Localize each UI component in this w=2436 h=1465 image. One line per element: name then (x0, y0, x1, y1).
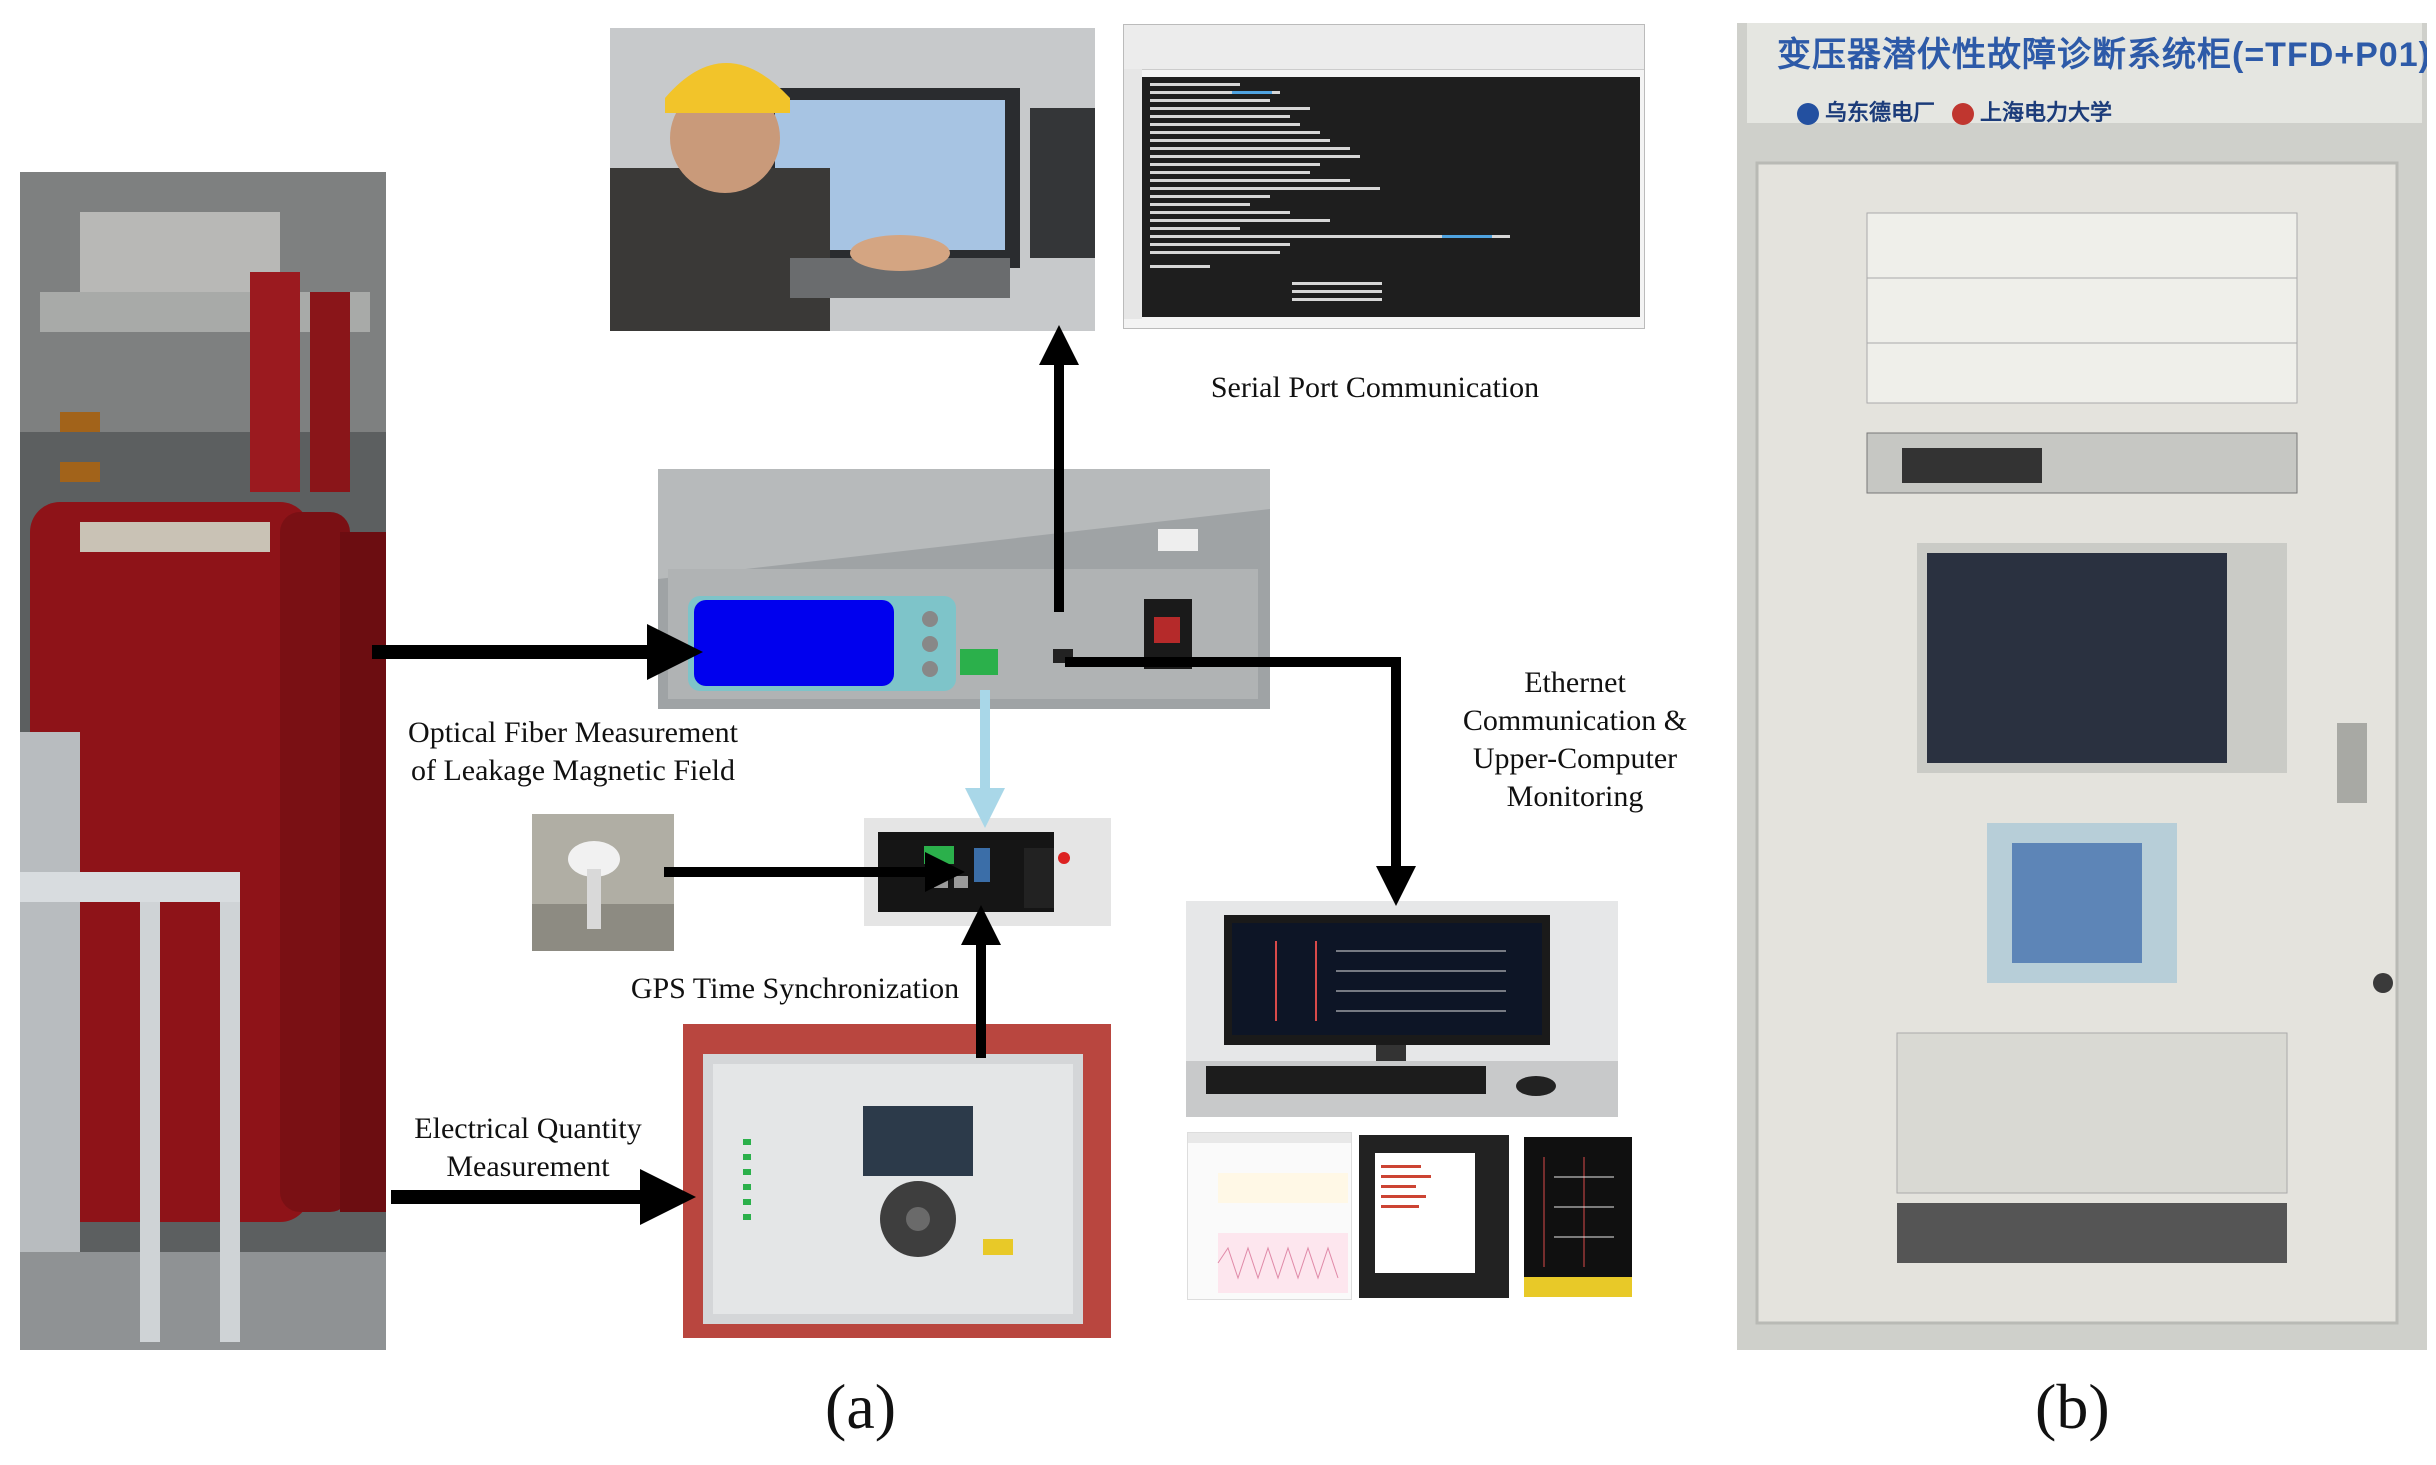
protection-relay-photo (683, 1024, 1111, 1338)
panel-label-b: (b) (2035, 1371, 2110, 1442)
arrow-ethernet (1065, 657, 1416, 906)
cabinet-title: 变压器潜伏性故障诊断系统柜(=TFD+P01) (1777, 36, 2427, 74)
label-ethernet-line3: Upper-Computer (1472, 742, 1678, 775)
label-gps: GPS Time Synchronization (610, 970, 980, 1008)
label-ethernet-line1: Ethernet (1524, 666, 1626, 699)
terminal-toolbar (1124, 25, 1644, 70)
waveform-illustration (1188, 1133, 1351, 1299)
label-ethernet: Ethernet Communication & Upper-Computer … (1440, 664, 1710, 816)
cabinet-illustration (1737, 23, 2427, 1350)
label-optical-line2: of Leakage Magnetic Field (410, 754, 736, 787)
worker-laptop-photo (610, 28, 1095, 331)
wiring-screenshot (1524, 1137, 1632, 1297)
panel-label-a: (a) (825, 1371, 897, 1442)
cabinet-photo: 变压器潜伏性故障诊断系统柜(=TFD+P01) 乌东德电厂 上海电力大学 (1737, 23, 2427, 1350)
label-electrical: Electrical Quantity Measurement (388, 1110, 668, 1186)
label-serial-text: Serial Port Communication (1210, 371, 1540, 404)
terminal-screen (1142, 77, 1640, 317)
transformer-illustration (20, 172, 386, 1350)
cabinet-org-2: 上海电力大学 (1952, 95, 2112, 127)
monitor-illustration (1186, 901, 1618, 1117)
terminal-window (1123, 24, 1645, 329)
org2-text: 上海电力大学 (1980, 100, 2113, 125)
upper-computer-photo (1186, 901, 1618, 1117)
waveform-screenshot (1187, 1132, 1352, 1300)
gps-antenna-illustration (532, 814, 674, 951)
wiring-illustration (1524, 1137, 1632, 1297)
measurement-device (658, 469, 1270, 709)
relay-illustration (683, 1024, 1111, 1338)
label-optical-fiber: Optical Fiber Measurement of Leakage Mag… (378, 714, 768, 790)
org1-text: 乌东德电厂 (1825, 100, 1936, 125)
org1-logo-icon (1797, 103, 1819, 126)
worker-illustration (610, 28, 1095, 331)
org2-logo-icon (1952, 103, 1974, 126)
label-ethernet-line4: Monitoring (1506, 780, 1644, 813)
transformer-photo (20, 172, 386, 1350)
config-screenshot (1359, 1135, 1509, 1298)
device-illustration (658, 469, 1270, 709)
label-electrical-line2: Measurement (446, 1150, 610, 1183)
config-illustration (1359, 1135, 1509, 1298)
label-serial-port: Serial Port Communication (1165, 369, 1585, 407)
cabinet-org-1: 乌东德电厂 (1797, 95, 1935, 127)
gps-antenna-photo (532, 814, 674, 951)
label-gps-text: GPS Time Synchronization (630, 972, 960, 1005)
label-optical-line1: Optical Fiber Measurement (408, 716, 738, 749)
label-ethernet-line2: Communication & (1462, 704, 1688, 737)
terminal-sidebar (1124, 69, 1142, 319)
terminal-text-lines (1150, 83, 1510, 301)
label-electrical-line1: Electrical Quantity (414, 1112, 642, 1145)
